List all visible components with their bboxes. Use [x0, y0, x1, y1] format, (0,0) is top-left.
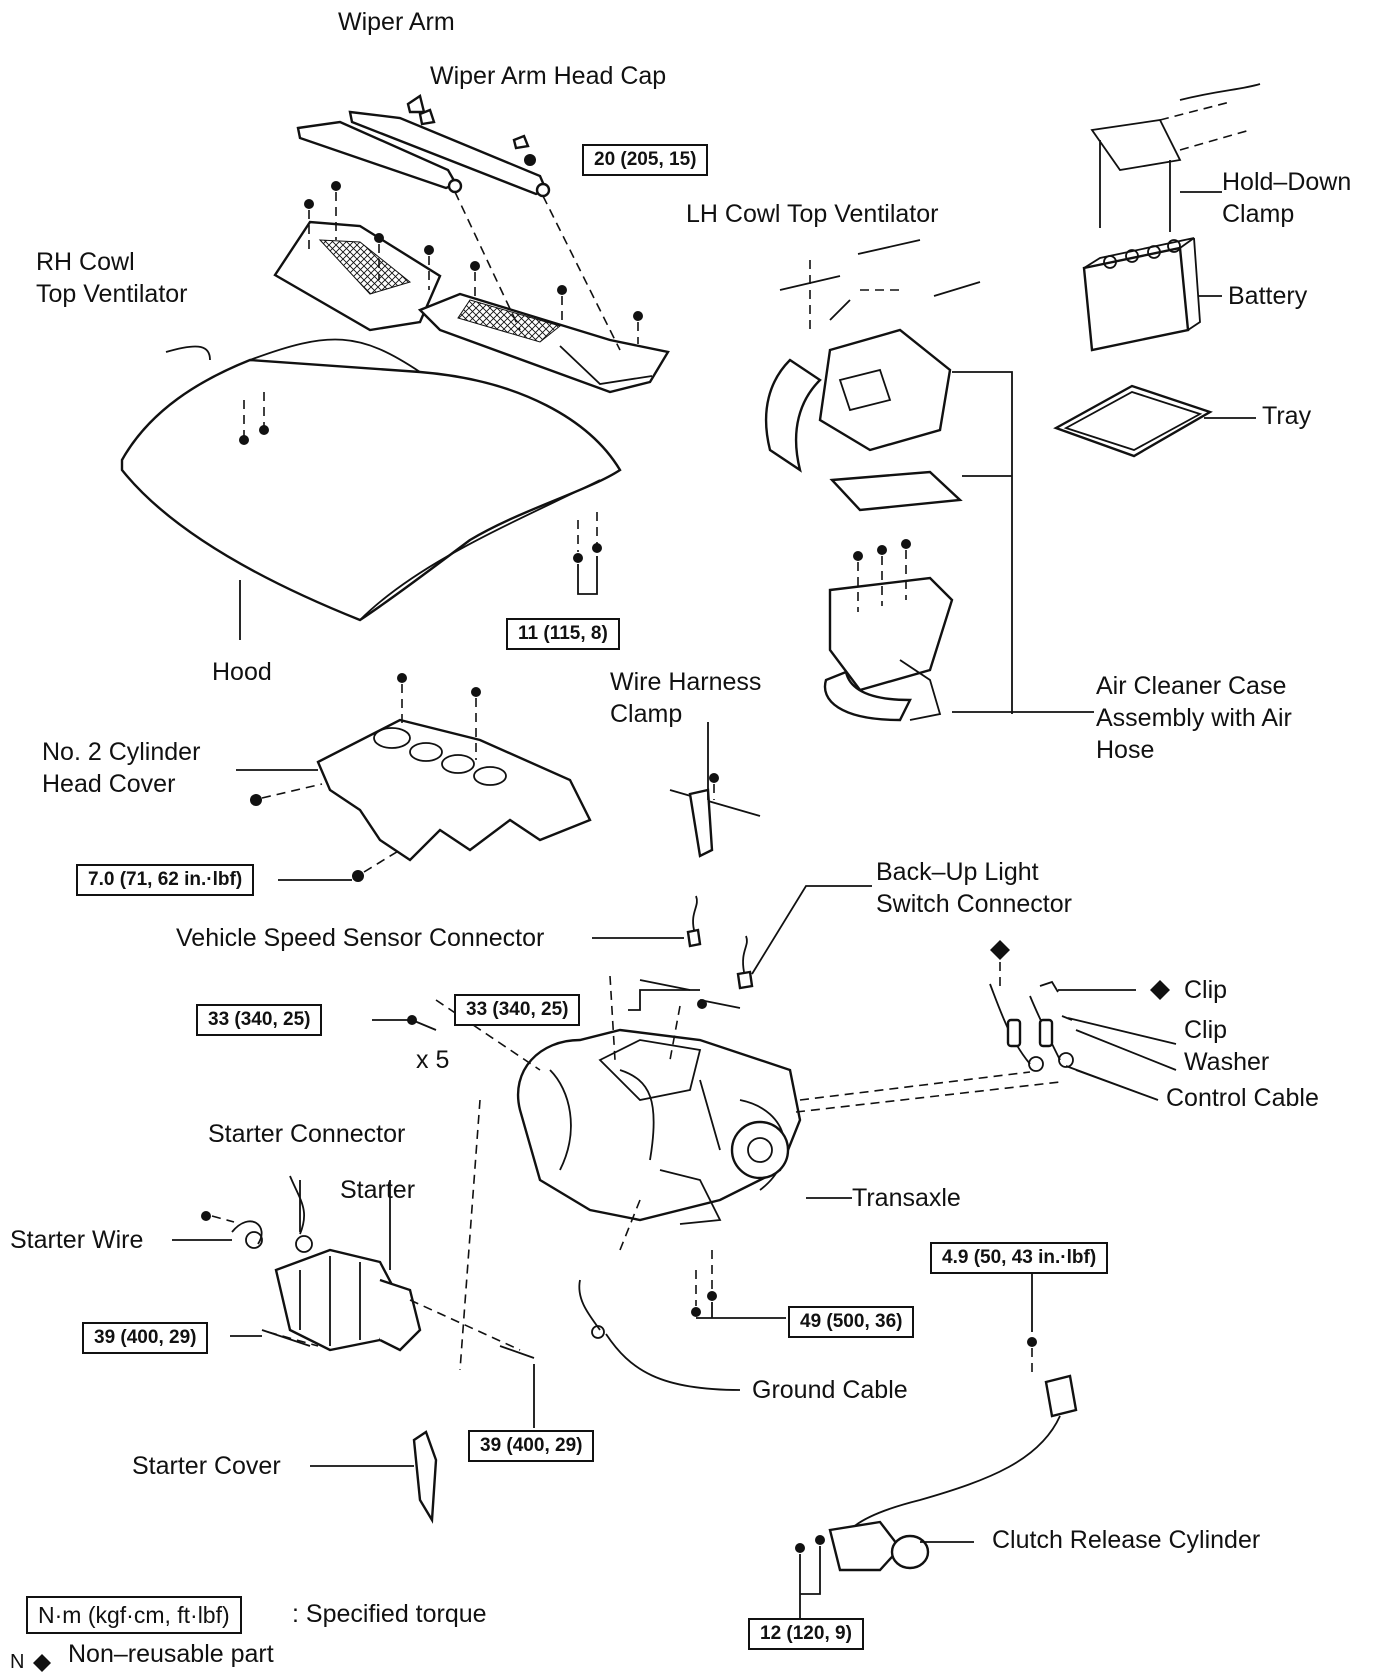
label-cylinder-head-cover-line2: Head Cover [42, 770, 176, 798]
torque-box-wiper: 20 (205, 15) [582, 144, 709, 176]
torque-box-transaxle-a: 33 (340, 25) [196, 1004, 323, 1036]
label-backup-light-line2: Switch Connector [876, 890, 1072, 918]
label-vehicle-speed-sensor-connector: Vehicle Speed Sensor Connector [176, 924, 545, 952]
label-air-cleaner-line2: Assembly with Air [1096, 704, 1292, 732]
label-hold-down-line1: Hold–Down [1222, 168, 1352, 196]
torque-box-transaxle-b: 33 (340, 25) [454, 994, 581, 1026]
transaxle-drawing [372, 975, 1061, 1371]
label-starter-wire: Starter Wire [10, 1226, 144, 1254]
label-air-cleaner-line1: Air Cleaner Case [1096, 672, 1287, 700]
label-clip-2: Clip [1184, 1016, 1228, 1044]
non-reusable-diamond-icon [33, 1654, 51, 1672]
label-cylinder-head-cover-line1: No. 2 Cylinder [42, 738, 201, 766]
wire-harness-drawing [592, 722, 872, 990]
label-clip-1: Clip [1184, 976, 1228, 1004]
label-wiper-arm-head-cap: Wiper Arm Head Cap [430, 62, 667, 90]
control-cable-drawing [989, 940, 1177, 1101]
wiper-arm-drawing [296, 94, 551, 198]
label-battery: Battery [1228, 282, 1308, 310]
label-tray: Tray [1262, 402, 1312, 430]
torque-box-clutch-line: 4.9 (50, 43 in.·lbf) [930, 1242, 1109, 1274]
torque-box-clutch-cylinder: 12 (120, 9) [748, 1618, 864, 1650]
label-wire-harness-line2: Clamp [610, 700, 683, 728]
legend-unit-box: N·m (kgf·cm, ft·lbf) [26, 1596, 242, 1634]
label-starter-cover: Starter Cover [132, 1452, 281, 1480]
cowl-ventilator-drawing [273, 181, 670, 394]
cylinder-head-cover-drawing [236, 673, 592, 882]
torque-box-starter-b: 39 (400, 29) [468, 1430, 595, 1462]
torque-box-cylinder-cover: 7.0 (71, 62 in.·lbf) [76, 864, 255, 896]
label-clutch-release-cylinder: Clutch Release Cylinder [992, 1526, 1261, 1554]
label-ground-cable: Ground Cable [752, 1376, 908, 1404]
label-starter: Starter [340, 1176, 416, 1204]
label-backup-light-line1: Back–Up Light [876, 858, 1039, 886]
hood-drawing [120, 338, 622, 640]
torque-box-transaxle-mount: 49 (500, 36) [788, 1306, 915, 1338]
label-control-cable: Control Cable [1166, 1084, 1319, 1112]
clutch-release-drawing [795, 1272, 1078, 1618]
label-rh-cowl-line1: RH Cowl [36, 248, 135, 276]
battery-drawing [1053, 83, 1261, 458]
label-washer: Washer [1184, 1048, 1270, 1076]
legend-non-reusable-part: Non–reusable part [68, 1640, 274, 1668]
starter-drawing [172, 1175, 741, 1428]
label-transaxle: Transaxle [852, 1184, 961, 1212]
label-wire-harness-line1: Wire Harness [610, 668, 762, 696]
label-wiper-arm: Wiper Arm [338, 8, 455, 36]
starter-cover-drawing [310, 1430, 438, 1524]
label-starter-connector: Starter Connector [208, 1120, 406, 1148]
air-cleaner-drawing [764, 239, 1094, 722]
torque-box-hood: 11 (115, 8) [506, 618, 620, 650]
legend-nonreuse-prefix: N [10, 1651, 25, 1673]
label-air-cleaner-line3: Hose [1096, 736, 1155, 764]
label-rh-cowl-line2: Top Ventilator [36, 280, 188, 308]
label-lh-cowl-top-ventilator: LH Cowl Top Ventilator [686, 200, 939, 228]
torque-box-starter-a: 39 (400, 29) [82, 1322, 209, 1354]
label-hold-down-line2: Clamp [1222, 200, 1295, 228]
label-x5: x 5 [416, 1046, 450, 1074]
label-hood: Hood [212, 658, 272, 686]
legend-specified-torque: : Specified torque [292, 1600, 487, 1628]
